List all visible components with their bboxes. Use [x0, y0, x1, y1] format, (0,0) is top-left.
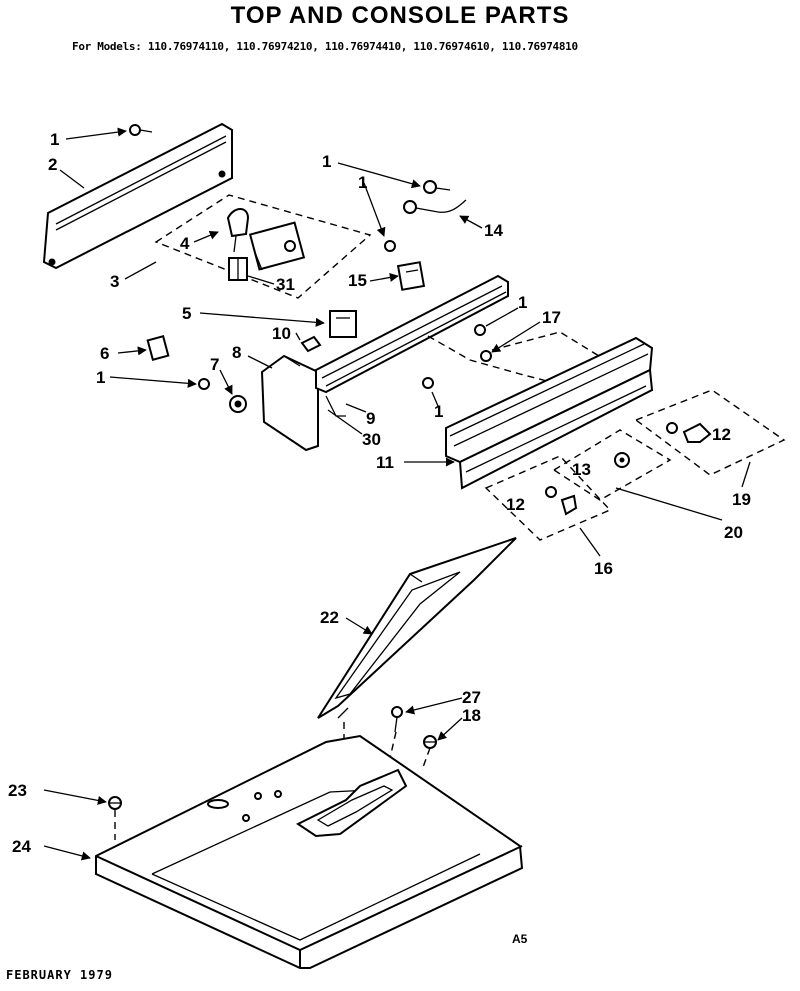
screw — [129, 124, 153, 136]
callout: 20 — [724, 523, 743, 542]
bumper-23 — [108, 796, 122, 810]
callout: 15 — [348, 271, 367, 290]
callout: 5 — [182, 304, 191, 323]
screw-1f — [474, 324, 486, 336]
callout: 12 — [712, 425, 731, 444]
callout: 19 — [732, 490, 751, 509]
console-11 — [445, 336, 654, 490]
screw-1d — [198, 378, 210, 390]
publication-date: FEBRUARY 1979 — [6, 968, 113, 982]
callout: 18 — [462, 706, 481, 725]
screw-27 — [391, 706, 403, 733]
bracket-15 — [396, 261, 426, 291]
rear-panel — [42, 122, 233, 270]
callout: 10 — [272, 324, 291, 343]
screw-1e — [422, 377, 434, 389]
callout: 7 — [210, 355, 219, 374]
console-end-cap-8 — [260, 354, 319, 452]
callout: 27 — [462, 688, 481, 707]
callout: 9 — [366, 409, 375, 428]
screw-17 — [480, 350, 492, 362]
knob-12a — [666, 422, 712, 443]
callout: 30 — [362, 430, 381, 449]
callout: 22 — [320, 608, 339, 627]
bracket-6 — [146, 335, 170, 361]
callout: 1 — [518, 293, 527, 312]
callout: 24 — [12, 837, 31, 856]
group-19-outline — [634, 389, 786, 476]
callout: 8 — [232, 343, 241, 362]
part-9-bracket — [325, 395, 346, 417]
knob-7 — [229, 395, 247, 413]
callout: 14 — [484, 221, 503, 240]
callout: 4 — [180, 234, 190, 253]
screws-14 — [384, 180, 467, 252]
screw-10 — [300, 335, 322, 353]
callout: 17 — [542, 308, 561, 327]
guide-27 — [389, 731, 397, 759]
control-group-outline — [154, 194, 372, 299]
knob-12b — [545, 486, 578, 516]
callout: 1 — [358, 173, 367, 192]
page-title: TOP AND CONSOLE PARTS — [230, 2, 570, 29]
group-20-outline — [552, 429, 672, 501]
timer-component — [248, 221, 306, 271]
group-16-outline — [484, 455, 612, 541]
callout-labels: 1 2 3 4 31 1 1 14 15 5 10 8 6 7 1 9 30 1… — [8, 130, 751, 856]
model-numbers: For Models: 110.76974110, 110.76974210, … — [72, 40, 578, 53]
guide-lines — [427, 335, 567, 387]
callout: 1 — [96, 368, 105, 387]
callout: 1 — [50, 130, 59, 149]
callout: 2 — [48, 155, 57, 174]
page-code: A5 — [512, 932, 528, 946]
leader-lines — [43, 127, 751, 861]
relay-5 — [329, 310, 357, 338]
terminal-block — [228, 257, 248, 281]
console-bracket — [315, 274, 509, 394]
top-24 — [95, 734, 524, 969]
callout: 23 — [8, 781, 27, 800]
callout: 1 — [434, 402, 443, 421]
nut-18 — [423, 735, 437, 749]
callout: 1 — [322, 152, 331, 171]
callout: 16 — [594, 559, 613, 578]
callout: 11 — [376, 453, 394, 472]
callout: 13 — [572, 460, 591, 479]
duct-22 — [317, 537, 517, 719]
callout: 31 — [276, 275, 295, 294]
switch-component — [226, 208, 250, 253]
switch-13 — [614, 452, 630, 468]
callout: 3 — [110, 272, 119, 291]
callout: 6 — [100, 344, 109, 363]
callout: 12 — [506, 495, 525, 514]
